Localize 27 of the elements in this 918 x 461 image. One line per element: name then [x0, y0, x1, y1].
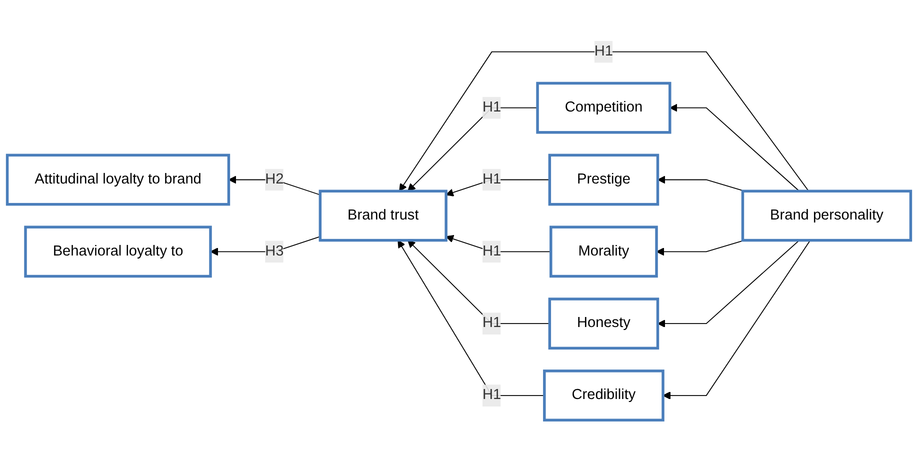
arrow — [408, 107, 538, 192]
arrow — [399, 51, 810, 192]
arrow — [670, 104, 800, 192]
node-box: Morality — [550, 226, 658, 278]
arrow — [657, 240, 800, 328]
edge-label: H2 — [265, 172, 284, 188]
edge-label: H1 — [482, 315, 502, 331]
edge-label: H1 — [594, 44, 614, 60]
arrow — [446, 179, 550, 196]
arrow — [228, 176, 321, 196]
node-box: Brand trust — [318, 190, 448, 242]
edge-label: H1 — [482, 172, 502, 188]
node-box: Prestige — [548, 154, 660, 206]
edge-label: H1 — [482, 387, 502, 403]
arrow — [210, 236, 321, 256]
node-box: Credibility — [543, 370, 664, 422]
arrow — [408, 240, 550, 324]
node-box: Attitudinal loyalty to brand — [6, 154, 230, 206]
node-box: Competition — [536, 82, 672, 134]
edge-label: H1 — [482, 100, 502, 116]
edge-label: H1 — [482, 243, 502, 259]
node-box: Brand personality — [741, 190, 912, 242]
edge-label: H3 — [265, 243, 284, 259]
arrow — [398, 240, 545, 396]
node-box: Behavioral loyalty to — [24, 226, 212, 278]
node-box: Honesty — [548, 298, 660, 350]
arrow — [662, 240, 811, 400]
